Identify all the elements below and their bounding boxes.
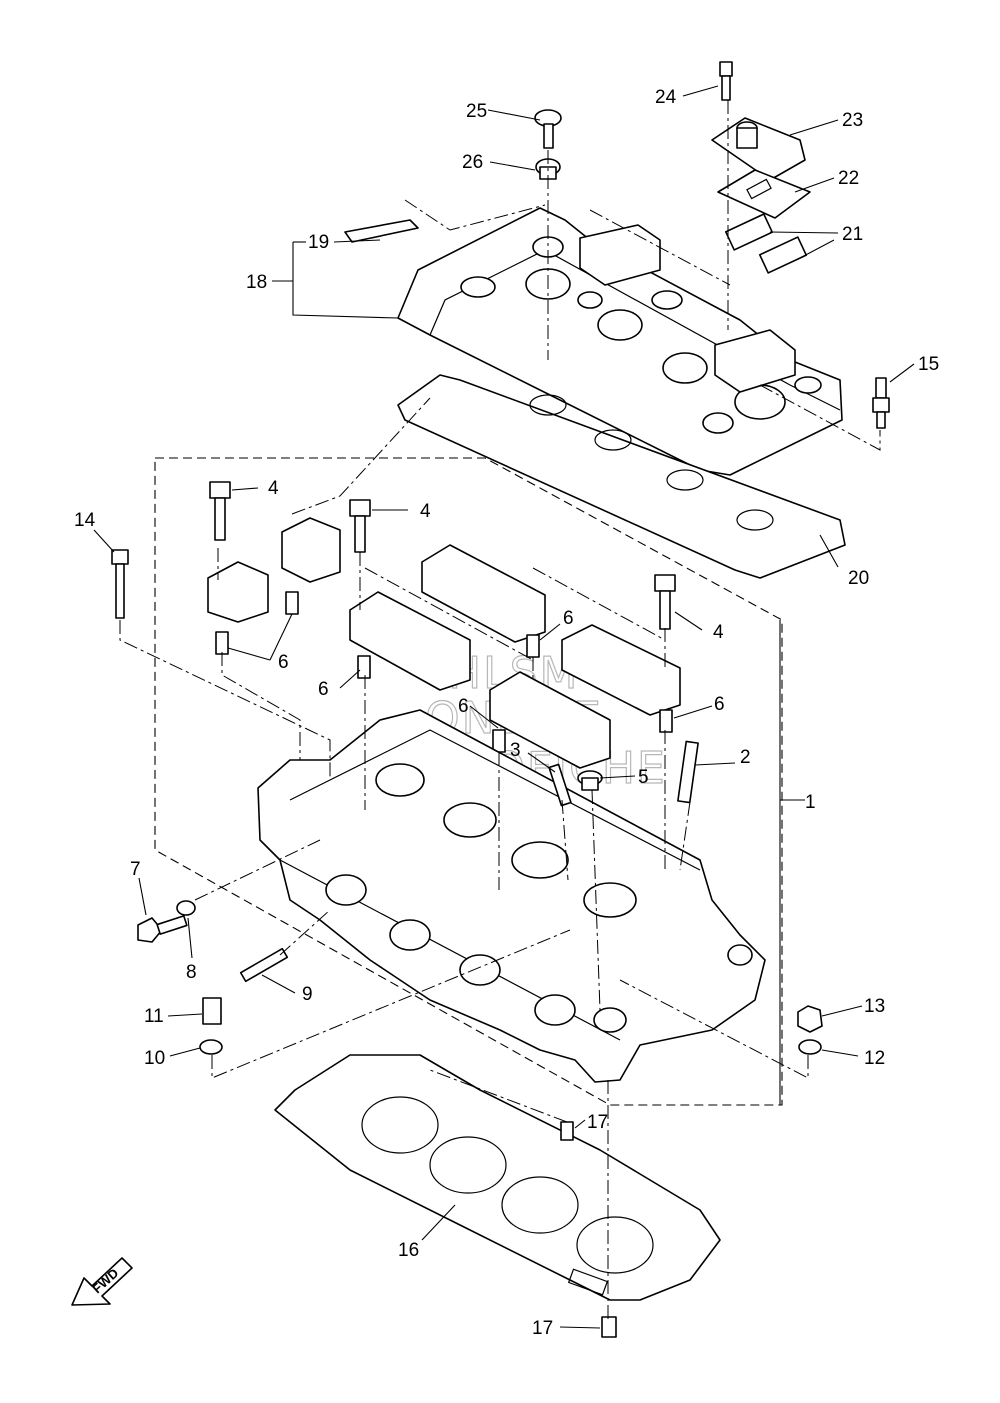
- callout-3: 3: [510, 740, 521, 761]
- callout-2: 2: [740, 747, 751, 768]
- head-cover-gasket: [397, 374, 846, 579]
- bolts-4: [209, 481, 676, 630]
- callout-16: 16: [398, 1240, 419, 1261]
- callout-6a: 6: [278, 652, 289, 673]
- callout-13: 13: [864, 996, 885, 1017]
- callout-18: 18: [246, 272, 267, 293]
- part-12-washer: [798, 1039, 822, 1055]
- part-11-nut: [202, 997, 222, 1025]
- callout-24: 24: [655, 87, 677, 108]
- part-24-bolt: [719, 61, 733, 101]
- assembly-lines: [119, 100, 881, 1320]
- callout-22: 22: [838, 168, 859, 189]
- callout-9: 9: [302, 984, 313, 1005]
- cylinder-head-gasket: [274, 1054, 721, 1301]
- camshaft-caps: [207, 517, 681, 769]
- callout-7: 7: [130, 859, 141, 880]
- part-26-grommet: [535, 158, 561, 180]
- callout-4a: 4: [268, 478, 279, 499]
- part-17-dowel-a: [560, 1121, 574, 1141]
- callout-1: 1: [805, 792, 816, 813]
- callout-6e: 6: [714, 694, 725, 715]
- part-19-bracket: [344, 219, 419, 243]
- cylinder-head-cover: [397, 207, 843, 476]
- callout-26: 26: [462, 152, 483, 173]
- part-25-plug: [534, 109, 562, 149]
- callout-5: 5: [638, 767, 649, 788]
- callout-25: 25: [466, 101, 487, 122]
- assembly-boundary-dashed: [154, 457, 783, 1106]
- callout-8: 8: [186, 962, 197, 983]
- part-22-plate-gasket: [717, 169, 811, 219]
- callout-15: 15: [918, 354, 939, 375]
- callout-numbers: 1 2 3 4 4 4 5 6 6 6 6 6 7 8 9 10 11 12 1…: [74, 87, 939, 1339]
- part-5-plug: [577, 770, 603, 791]
- callout-6c: 6: [563, 608, 574, 629]
- fwd-arrow-icon: FWD: [71, 1257, 133, 1306]
- part-10-washer: [199, 1039, 223, 1055]
- callout-17b: 17: [532, 1318, 553, 1339]
- part-13-nut: [797, 1005, 823, 1033]
- callout-4b: 4: [420, 501, 431, 522]
- callout-14: 14: [74, 510, 96, 531]
- callout-6b: 6: [318, 679, 329, 700]
- callout-17a: 17: [587, 1112, 608, 1133]
- callout-4c: 4: [713, 622, 724, 643]
- callout-12: 12: [864, 1048, 885, 1069]
- part-3-stud: [548, 763, 572, 807]
- part-21-reed-valves: [724, 213, 808, 274]
- part-7-bolt: [137, 915, 188, 943]
- part-15-spark-plug: [872, 377, 890, 429]
- part-17-dowel-b: [601, 1316, 617, 1338]
- dowel-pins-6: [215, 591, 673, 753]
- part-2-pipe: [677, 740, 699, 804]
- callout-20: 20: [848, 568, 869, 589]
- callout-19: 19: [308, 232, 329, 253]
- callout-21: 21: [842, 224, 863, 245]
- callout-23: 23: [842, 110, 863, 131]
- leader-lines: [93, 85, 915, 1329]
- callout-10: 10: [144, 1048, 165, 1069]
- part-9-stud: [239, 947, 289, 983]
- part-14-bolt: [111, 549, 129, 619]
- part-8-washer: [176, 900, 196, 916]
- gasket-holes: [529, 394, 774, 531]
- callout-6d: 6: [458, 696, 469, 717]
- callout-11: 11: [144, 1006, 164, 1027]
- cylinder-head: [257, 709, 766, 1083]
